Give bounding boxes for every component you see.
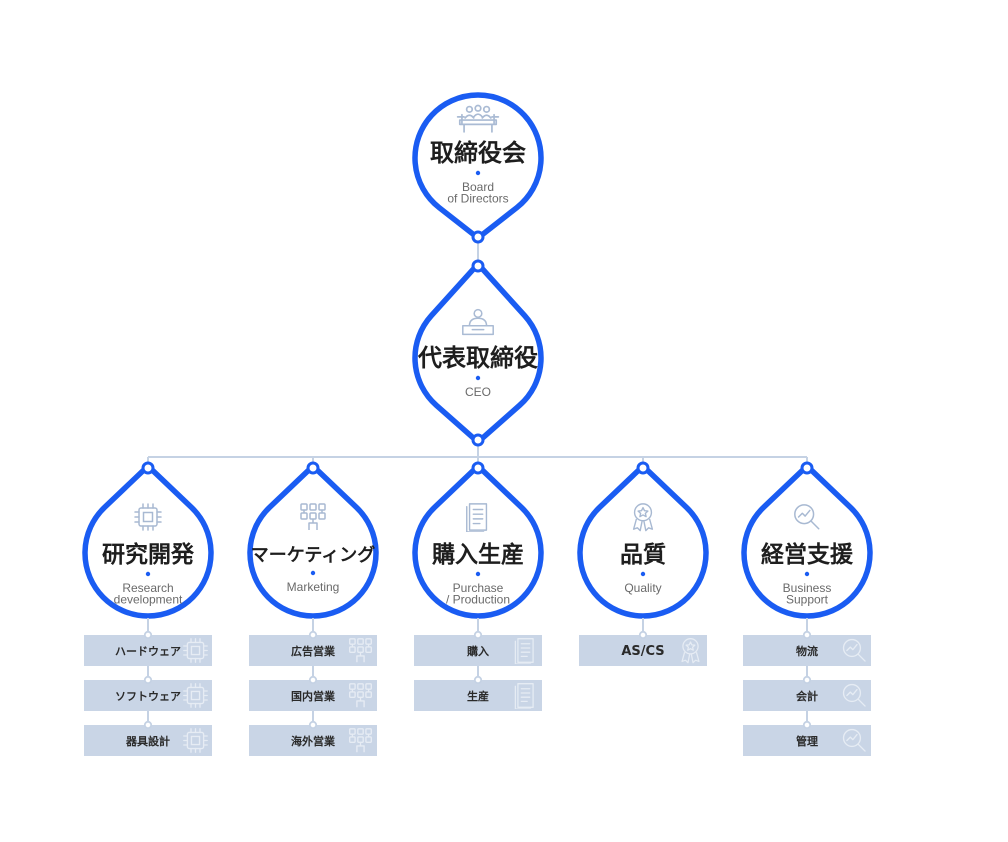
sub-unit-knob bbox=[143, 720, 153, 730]
node-dot bbox=[475, 170, 481, 176]
node-subtitle: Support bbox=[786, 593, 829, 607]
node-drop-shape bbox=[412, 463, 544, 619]
sub-unit-rect bbox=[414, 680, 542, 711]
sub-unit-box: 国内営業 bbox=[249, 666, 377, 711]
sub-unit-knob bbox=[802, 630, 812, 640]
node-dot bbox=[804, 571, 810, 577]
node-tip-knob bbox=[636, 461, 650, 475]
sub-unit-label: ハードウェア bbox=[115, 645, 181, 658]
node-subtitle: Research bbox=[122, 581, 173, 595]
sub-unit-label: 管理 bbox=[796, 734, 818, 748]
department-node: マーケティング Marketing bbox=[247, 461, 379, 619]
node-tip-knob bbox=[471, 461, 485, 475]
node-subtitle: Board bbox=[462, 180, 494, 194]
node-subtitle: development bbox=[114, 593, 183, 607]
sub-unit-knob bbox=[802, 675, 812, 685]
sub-unit-box: ソフトウェア bbox=[84, 666, 212, 711]
node-tip-knob bbox=[471, 230, 485, 244]
sub-unit-label: 器具設計 bbox=[125, 734, 170, 748]
node-subtitle: CEO bbox=[465, 385, 491, 399]
ceo-node: 代表取締役 CEO bbox=[412, 259, 544, 447]
sub-unit-knob bbox=[143, 675, 153, 685]
node-subtitle: Business bbox=[783, 581, 832, 595]
sub-unit-box: 購入 bbox=[414, 618, 542, 666]
sub-unit-box: 器具設計 bbox=[84, 711, 212, 756]
sub-unit-box: 管理 bbox=[743, 711, 871, 756]
sub-unit-rect bbox=[414, 635, 542, 666]
node-title: 研究開発 bbox=[102, 541, 195, 568]
node-subtitle: / Production bbox=[446, 593, 510, 607]
sub-unit-label: 会計 bbox=[796, 689, 818, 703]
sub-unit-box: 会計 bbox=[743, 666, 871, 711]
node-subtitle: Purchase bbox=[453, 581, 504, 595]
node-title: 購入生産 bbox=[432, 541, 524, 568]
node-dot bbox=[475, 571, 481, 577]
sub-unit-knob bbox=[308, 630, 318, 640]
sub-unit-box: 生産 bbox=[414, 666, 542, 711]
sub-unit-label: 生産 bbox=[467, 689, 489, 703]
sub-unit-knob bbox=[802, 720, 812, 730]
sub-unit-box: 広告営業 bbox=[249, 618, 377, 666]
node-dot bbox=[145, 571, 151, 577]
sub-unit-knob bbox=[473, 630, 483, 640]
node-title: 代表取締役 bbox=[417, 344, 538, 372]
node-dot bbox=[475, 375, 481, 381]
node-drop-shape bbox=[247, 463, 379, 619]
node-dot bbox=[310, 570, 316, 576]
sub-unit-label: ソフトウェア bbox=[115, 690, 181, 703]
sub-unit-label: AS/CS bbox=[621, 644, 664, 659]
node-subtitle: Quality bbox=[624, 581, 661, 595]
sub-unit-label: 広告営業 bbox=[291, 644, 336, 658]
node-drop-shape bbox=[82, 463, 214, 619]
node-tip-knob bbox=[306, 461, 320, 475]
department-node: 品質 Quality bbox=[577, 461, 709, 619]
sub-unit-label: 海外営業 bbox=[291, 734, 336, 748]
sub-unit-box: AS/CS bbox=[579, 618, 707, 666]
node-bottom-knob bbox=[471, 433, 485, 447]
sub-unit-box: ハードウェア bbox=[84, 618, 212, 666]
sub-unit-knob bbox=[638, 630, 648, 640]
sub-unit-knob bbox=[308, 720, 318, 730]
node-drop-shape bbox=[577, 463, 709, 619]
node-title: 取締役会 bbox=[430, 139, 526, 167]
department-node: 購入生産 Purchase/ Production bbox=[412, 461, 544, 619]
sub-unit-box: 海外営業 bbox=[249, 711, 377, 756]
sub-unit-label: 国内営業 bbox=[291, 689, 336, 703]
sub-unit-knob bbox=[308, 675, 318, 685]
sub-unit-label: 購入 bbox=[466, 644, 489, 658]
node-title: マーケティング bbox=[251, 544, 376, 566]
node-drop-shape bbox=[741, 463, 873, 619]
node-title: 経営支援 bbox=[761, 541, 854, 568]
node-tip-knob bbox=[471, 259, 485, 273]
node-subtitle: of Directors bbox=[447, 192, 508, 206]
node-dot bbox=[640, 571, 646, 577]
sub-unit-knob bbox=[473, 675, 483, 685]
node-drop-shape bbox=[412, 92, 544, 241]
node-subtitle: Marketing bbox=[287, 580, 340, 594]
sub-unit-knob bbox=[143, 630, 153, 640]
node-tip-knob bbox=[800, 461, 814, 475]
node-title: 品質 bbox=[620, 542, 666, 568]
sub-unit-label: 物流 bbox=[796, 644, 818, 658]
node-tip-knob bbox=[141, 461, 155, 475]
sub-unit-box: 物流 bbox=[743, 618, 871, 666]
